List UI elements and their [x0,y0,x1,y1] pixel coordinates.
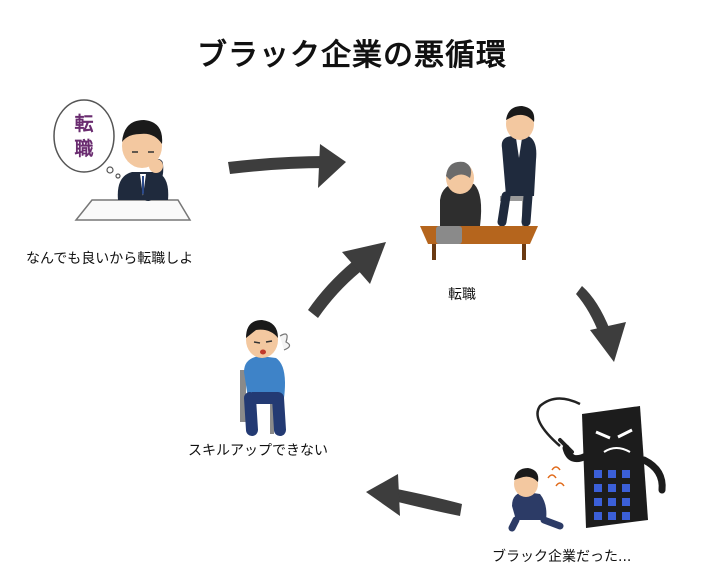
kneeling-man [508,466,565,532]
thought-bubble-char-2: 職 [74,137,93,160]
thought-bubble-char-1: 転 [74,113,93,135]
black-company-illustration [508,397,666,532]
arrow-desire-to-interview [228,144,346,188]
interview-illustration [420,106,538,260]
building [582,406,648,528]
candidate-suit [501,136,537,196]
interviewer-suit [440,182,482,226]
cycle-arrows [228,144,626,516]
caption-black-company: ブラック企業だった... [492,549,632,565]
arrow-black-to-noskill [366,474,462,516]
caption-desire: なんでも良いから転職しよ [26,251,194,267]
building-windows [594,470,630,520]
caption-no-skill-up: スキルアップできない [188,443,328,459]
thought-bubble: 転 職 [53,99,121,179]
desk [74,199,192,221]
blue-shirt [244,356,285,398]
worried-man-illustration: 転 職 [53,99,192,221]
arrow-interview-to-black [576,286,626,362]
diagram-title: ブラック企業の悪循環 [197,38,507,73]
interviewer-chair [436,226,462,244]
arrow-noskill-to-desire [308,242,386,318]
caption-interview: 転職 [448,287,476,303]
tired-man-illustration [240,320,291,436]
